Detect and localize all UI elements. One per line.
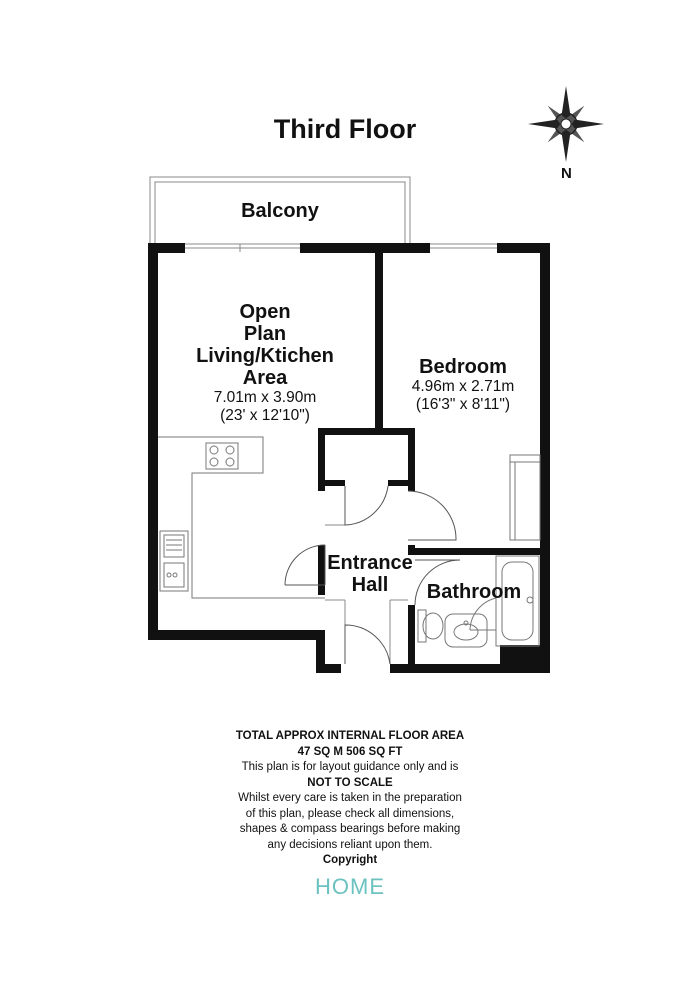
hall-name-line-1: Entrance (327, 552, 413, 574)
bathroom-label: Bathroom (426, 581, 522, 603)
footer-area-value: 47 SQ M 506 SQ FT (297, 745, 403, 758)
balcony-label: Balcony (241, 200, 319, 222)
footer-care-line-4: any decisions reliant upon them. (267, 838, 433, 851)
floor-plan (148, 176, 550, 673)
entrance-hall-label: Entrance Hall (310, 552, 430, 596)
living-kitchen-label: Open Plan Living/Ktichen Area 7.01m x 3.… (160, 301, 370, 425)
hall-name-line-2: Hall (351, 574, 389, 596)
living-name-line-2: Plan (243, 323, 287, 345)
footer-care-line-1: Whilst every care is taken in the prepar… (238, 792, 462, 804)
kitchen-units (158, 436, 325, 599)
footer-care-line-3: shapes & compass bearings before making (239, 823, 461, 835)
bedroom-dimensions-imperial: (16'3" x 8'11") (415, 396, 511, 413)
living-dimensions-metric: 7.01m x 3.90m (213, 389, 317, 406)
footer-copyright: Copyright (322, 854, 378, 866)
footer-not-to-scale: NOT TO SCALE (307, 776, 393, 789)
brand-logo: HOME (315, 874, 385, 899)
footer-care-line-2: of this plan, please check all dimension… (245, 807, 455, 820)
wardrobe (509, 454, 541, 541)
footer-area-heading: TOTAL APPROX INTERNAL FLOOR AREA (235, 730, 465, 742)
floor-area-disclaimer: TOTAL APPROX INTERNAL FLOOR AREA 47 SQ M… (0, 729, 700, 869)
living-dimensions-imperial: (23' x 12'10") (220, 407, 310, 424)
plan-title: Third Floor (273, 114, 417, 144)
door-swings (284, 485, 461, 665)
bedroom-label: Bedroom 4.96m x 2.71m (16'3" x 8'11") (388, 356, 538, 414)
compass-rose-icon (528, 86, 604, 162)
bedroom-window (430, 243, 497, 249)
footer-guidance: This plan is for layout guidance only an… (241, 761, 459, 773)
balcony-outline (149, 176, 411, 243)
walls (148, 243, 550, 673)
balcony-door (185, 243, 300, 252)
living-name-line-1: Open (239, 301, 291, 323)
living-name-line-4: Area (242, 367, 288, 389)
bedroom-dimensions-metric: 4.96m x 2.71m (411, 378, 515, 395)
north-label: N (561, 165, 572, 182)
living-name-line-3: Living/Ktichen (196, 345, 334, 367)
bathroom-fixtures (417, 555, 540, 648)
